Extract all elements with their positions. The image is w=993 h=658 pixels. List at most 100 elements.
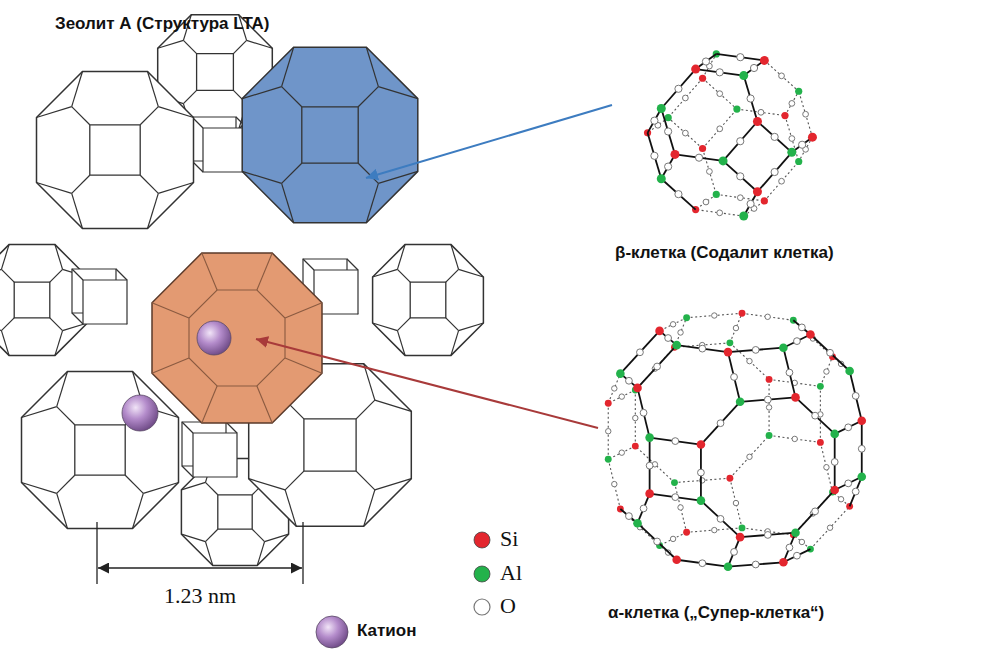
cage-edge (358, 87, 378, 107)
t-atom (817, 383, 824, 390)
cage-edge (140, 107, 158, 125)
bond-line (796, 397, 835, 434)
cage-edge (57, 493, 68, 528)
cage-edge (446, 269, 459, 282)
cage-edge (205, 542, 212, 566)
alpha-cage-model (605, 310, 866, 571)
oxygen-atom (654, 363, 661, 370)
oxygen-atom (794, 338, 801, 345)
cage-edge (183, 40, 196, 53)
cage-face (410, 282, 446, 318)
bond-line (660, 318, 687, 331)
bond-line (703, 109, 737, 148)
bond-line (728, 352, 740, 402)
cage-caption: α-клетка („Супер-клетка“) (608, 603, 824, 623)
bond-line (810, 335, 849, 372)
cage-edge (242, 87, 281, 99)
t-atom (655, 327, 664, 336)
oxygen-atom (675, 85, 682, 92)
oxygen-atom (852, 392, 859, 399)
oxygen-atom (733, 500, 738, 505)
double-ring-cube (72, 269, 127, 324)
t-atom (633, 384, 642, 393)
bond-line (608, 374, 620, 404)
t-atom (632, 443, 639, 450)
sodalite-cage (373, 245, 484, 356)
oxygen-atom (717, 91, 723, 97)
t-atom (739, 212, 748, 221)
bond-line (638, 345, 677, 388)
t-atom (845, 367, 854, 376)
dimension-line (98, 567, 302, 568)
cage-edge (1, 269, 14, 282)
t-atom (766, 432, 773, 439)
t-atom (657, 174, 666, 183)
bond-line (799, 91, 813, 137)
bond-line (793, 320, 832, 357)
bond-line (701, 501, 740, 538)
t-atom (683, 529, 690, 536)
oxygen-atom (737, 138, 744, 145)
cage-edge (282, 87, 302, 107)
cation-sphere (122, 395, 158, 431)
cage-edge (257, 542, 264, 566)
oxygen-atom (852, 488, 859, 495)
oxygen-atom (771, 168, 778, 175)
leader-arrow (256, 339, 598, 428)
cage-edge (36, 183, 71, 194)
oxygen-atom (747, 200, 754, 207)
cage-face (197, 54, 234, 91)
oxygen-atom (640, 505, 647, 512)
oxygen-atom (698, 469, 705, 476)
bond-line (764, 60, 798, 91)
oxygen-atom (758, 109, 764, 115)
oxygen-atom (786, 544, 793, 551)
cage-edge (397, 269, 410, 282)
bond-line (810, 506, 849, 549)
bond-line (764, 161, 798, 200)
cage-edge (181, 534, 205, 541)
oxygen-atom (651, 117, 658, 124)
cation-sphere (197, 321, 231, 355)
t-atom (691, 65, 700, 74)
t-atom (787, 148, 796, 157)
cage-edge (50, 269, 63, 282)
cage-edge (50, 318, 63, 331)
double-ring-cube (182, 422, 237, 477)
t-atom (736, 533, 745, 542)
t-atom (726, 475, 733, 482)
oxygen-atom (640, 409, 647, 416)
bond-line (730, 343, 769, 380)
cage-edge (285, 471, 304, 490)
cage-edge (1, 331, 9, 356)
bond-line (650, 494, 701, 501)
oxygen-atom (803, 111, 809, 117)
t-atom (739, 524, 746, 531)
cage-edge (252, 529, 264, 541)
bond-line (716, 54, 764, 60)
oxygen-atom (682, 95, 688, 101)
cage-outline (373, 245, 484, 356)
t-atom (605, 400, 612, 407)
cage-edge (148, 71, 159, 106)
cage-face (14, 282, 50, 318)
oxygen-atom (794, 552, 801, 559)
oxygen-atom (845, 480, 852, 487)
legend-text: Si (500, 526, 518, 552)
oxygen-atom (737, 173, 744, 180)
bond-line (850, 371, 862, 421)
oxygen-atom (747, 358, 752, 363)
t-atom (733, 105, 740, 112)
cage-edge (446, 318, 459, 331)
dimension-tick (96, 522, 97, 584)
oxygen-atom (682, 130, 688, 136)
oxygen-atom (707, 169, 713, 175)
oxygen-atom (665, 128, 672, 135)
oxygen-atom (764, 532, 771, 539)
cage-edge (143, 483, 178, 494)
oxygen-atom (750, 64, 757, 71)
legend-text: Al (500, 560, 522, 586)
cage-edge (55, 331, 63, 356)
t-atom (830, 486, 839, 495)
cage-edge (265, 534, 289, 541)
